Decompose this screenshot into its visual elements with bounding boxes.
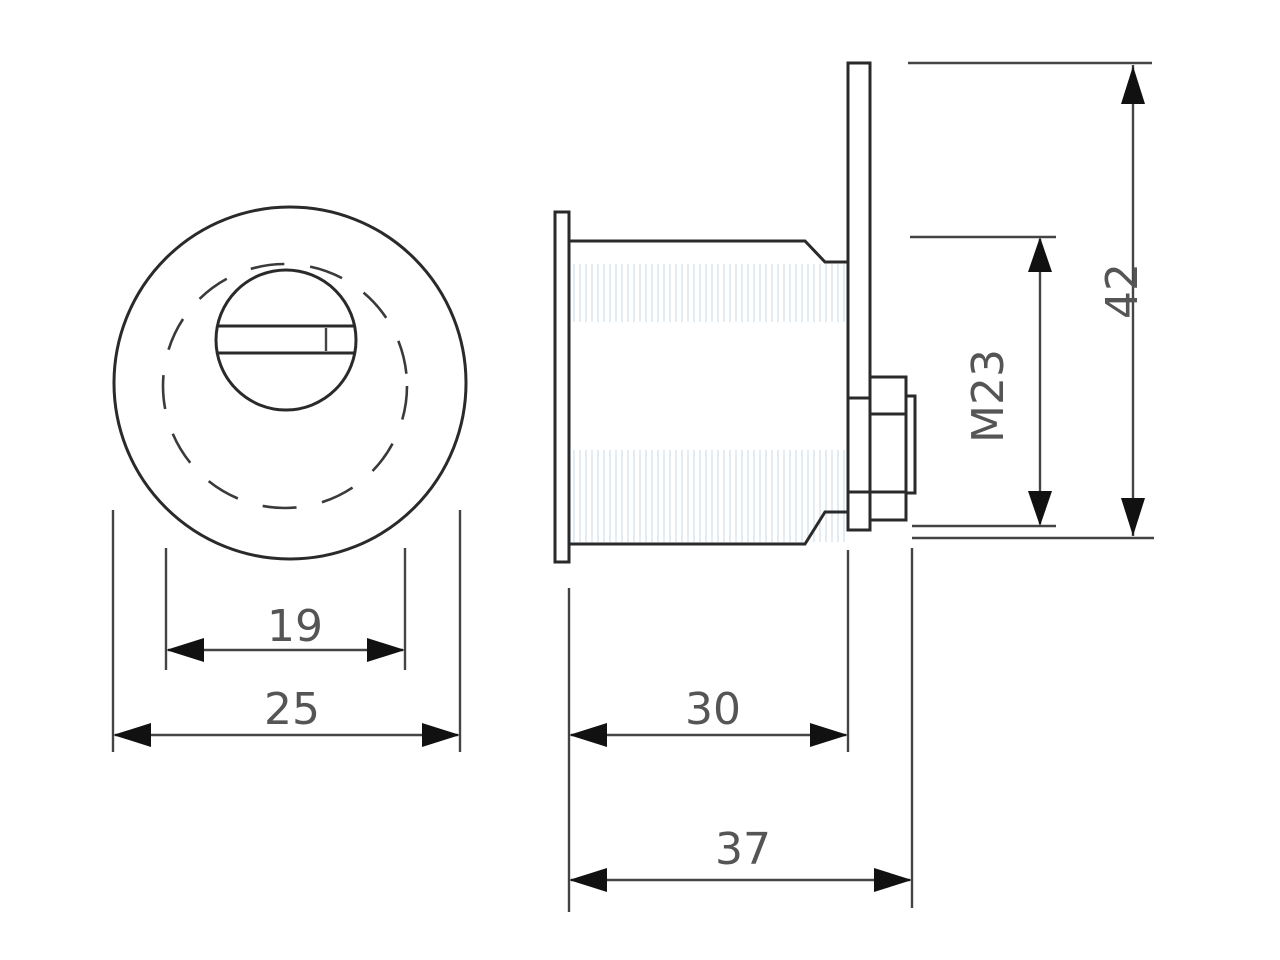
thread-hatching <box>573 264 845 542</box>
dimension-37-label: 37 <box>715 824 771 875</box>
hidden-body-circle <box>161 262 409 510</box>
nut <box>868 375 908 522</box>
dimension-lines <box>111 61 1154 912</box>
screw-end <box>904 394 917 495</box>
dimension-30-label: 30 <box>685 684 741 735</box>
key-plug-circle <box>214 268 358 412</box>
dimension-25-label: 25 <box>264 684 320 735</box>
cam-plate <box>846 61 872 532</box>
side-view <box>553 61 917 564</box>
dimension-19-label: 19 <box>267 601 323 652</box>
dimension-m23-label: M23 <box>963 349 1014 443</box>
front-flange <box>553 210 571 564</box>
body-top-edge <box>569 239 848 264</box>
outer-flange-circle <box>112 205 468 561</box>
front-view <box>112 205 468 561</box>
body-bottom-edge <box>569 510 848 546</box>
dimension-42-label: 42 <box>1097 263 1148 319</box>
